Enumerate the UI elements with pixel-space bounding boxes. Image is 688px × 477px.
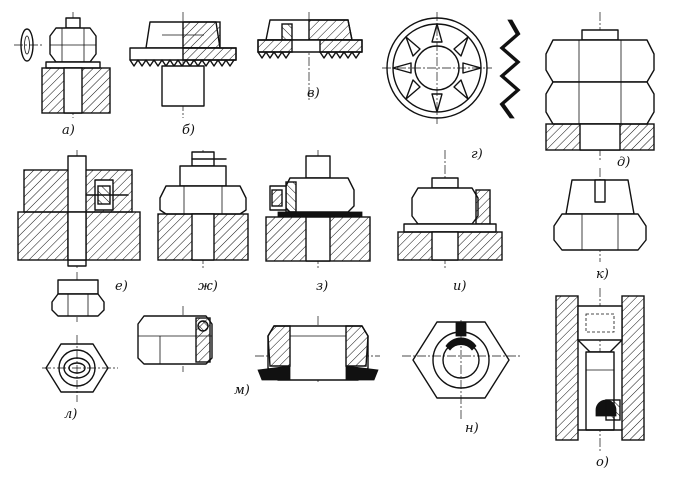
figure-m-collar-nut: м)	[137, 306, 380, 398]
figure-i-lock-plate: и)	[397, 150, 503, 294]
figure-z-tab-washer: з)	[265, 150, 371, 294]
label-o: о)	[596, 455, 609, 470]
label-g: г)	[471, 147, 483, 162]
figure-e-pinned-joint: е)	[17, 150, 141, 294]
label-k: к)	[596, 267, 609, 282]
figure-v-serrated-nut-section: в)	[257, 12, 363, 101]
label-zh: ж)	[198, 279, 218, 294]
label-n: н)	[465, 421, 479, 436]
figure-zh-castle-nut: ж)	[157, 150, 249, 294]
figure-k-slotted-nut: к)	[553, 168, 647, 282]
figure-d-double-nut: д)	[545, 12, 655, 170]
label-d: д)	[617, 155, 630, 170]
label-v: в)	[307, 86, 320, 101]
figure-n-split-nut: н)	[402, 320, 520, 436]
label-z: з)	[316, 279, 328, 294]
washer-teeth	[392, 23, 482, 113]
figure-a-spring-washer: а)	[14, 12, 111, 138]
label-m: м)	[234, 383, 250, 398]
label-a: а)	[62, 123, 75, 138]
figure-g-tooth-lock-washer: г)	[382, 12, 521, 162]
figure-l-insert-nut: л)	[42, 272, 118, 422]
label-l: л)	[64, 407, 77, 422]
label-e: е)	[115, 279, 128, 294]
figure-b-serrated-flange-nut: б)	[129, 12, 237, 138]
label-b: б)	[182, 123, 195, 138]
label-i: и)	[453, 279, 466, 294]
figure-o-set-screw: о)	[555, 288, 645, 470]
